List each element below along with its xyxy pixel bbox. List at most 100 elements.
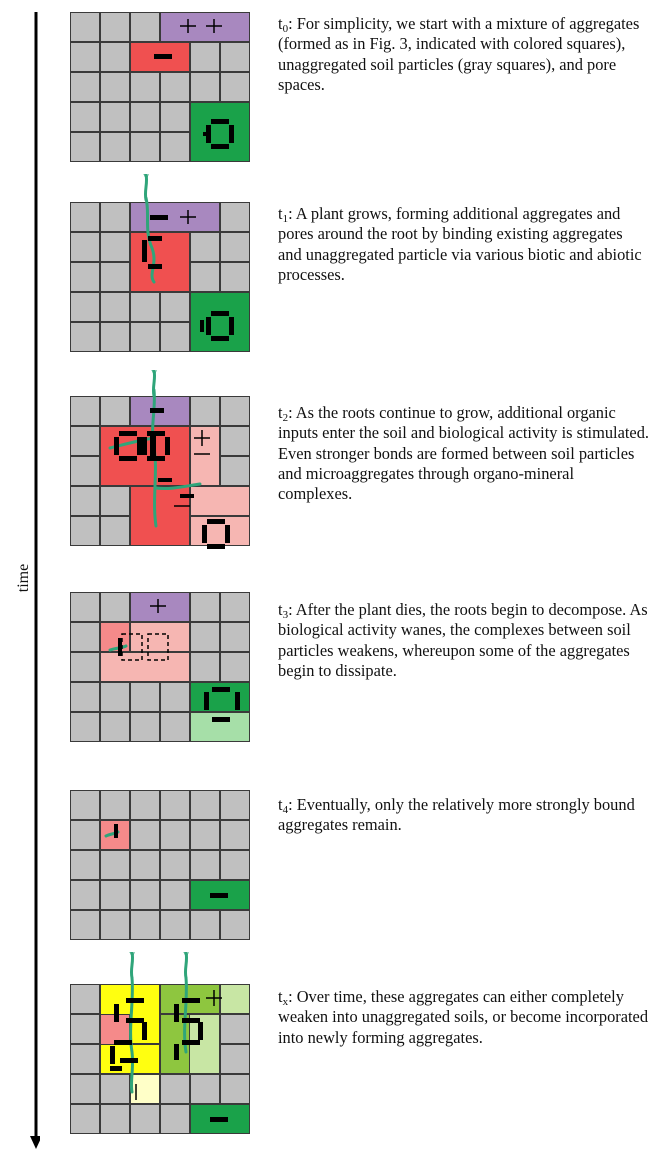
soil-particle xyxy=(100,72,130,102)
bond-mark xyxy=(154,54,172,59)
soil-particle xyxy=(100,102,130,132)
stage-description-t3: t3: After the plant dies, the roots begi… xyxy=(278,600,650,681)
soil-particle xyxy=(100,396,130,426)
bond-mark xyxy=(150,436,156,458)
soil-particle xyxy=(70,456,100,486)
soil-grid-t2 xyxy=(70,370,250,549)
bond-mark xyxy=(182,1018,200,1023)
soil-particle xyxy=(160,1074,190,1104)
aggregate-pink xyxy=(100,652,190,682)
bond-mark xyxy=(142,437,147,455)
bond-mark xyxy=(202,525,207,543)
soil-particle xyxy=(190,396,220,426)
bond-mark xyxy=(147,456,165,461)
soil-particle xyxy=(190,910,220,940)
aggregate-red xyxy=(100,426,190,486)
aggregate-green xyxy=(190,292,250,352)
soil-particle xyxy=(70,850,100,880)
bond-mark xyxy=(200,320,204,332)
bond-mark xyxy=(211,311,229,316)
aggregate-yellow-light xyxy=(130,1074,160,1104)
soil-particle xyxy=(130,850,160,880)
bond-mark xyxy=(148,236,162,241)
stage-subscript: 3 xyxy=(282,609,289,621)
bond-mark xyxy=(114,1004,119,1022)
stage-text: : As the roots continue to grow, additio… xyxy=(278,403,649,504)
leaf xyxy=(146,174,150,180)
soil-particle xyxy=(220,622,250,652)
root xyxy=(144,196,156,284)
soil-particle xyxy=(160,820,190,850)
aggregate-green-light xyxy=(190,712,250,742)
soil-particle xyxy=(100,1074,130,1104)
bond-mark xyxy=(118,638,122,656)
soil-particle xyxy=(100,486,130,516)
root xyxy=(143,174,149,202)
soil-particle xyxy=(70,820,100,850)
bond-mark xyxy=(150,408,164,413)
bond-mark xyxy=(114,437,119,455)
soil-particle xyxy=(160,322,190,352)
bond-mark xyxy=(158,478,172,482)
soil-particle xyxy=(100,322,130,352)
soil-particle xyxy=(160,102,190,132)
bond-mark xyxy=(206,317,211,335)
soil-particle xyxy=(100,232,130,262)
stage-symbol: t xyxy=(278,795,283,814)
stage-description-t1: t1: A plant grows, forming additional ag… xyxy=(278,204,650,285)
bond-mark xyxy=(212,717,230,722)
stage-subscript: 2 xyxy=(282,412,289,424)
soil-particle xyxy=(220,820,250,850)
aggregate-green xyxy=(190,102,250,162)
aggregate-red xyxy=(130,232,190,292)
soil-particle xyxy=(70,102,100,132)
bond-mark xyxy=(142,1022,147,1040)
soil-particle xyxy=(220,592,250,622)
bond-mark xyxy=(210,893,228,898)
bond-mark xyxy=(225,525,230,543)
soil-particle xyxy=(190,622,220,652)
bond-mark xyxy=(137,437,142,455)
bond-mark xyxy=(110,1066,122,1071)
soil-particle xyxy=(190,652,220,682)
stage-text: : A plant grows, forming additional aggr… xyxy=(278,204,642,285)
stage-subscript: 4 xyxy=(282,804,289,816)
soil-particle xyxy=(130,12,160,42)
bond-mark xyxy=(211,144,229,149)
soil-particle xyxy=(70,486,100,516)
soil-particle xyxy=(70,682,100,712)
soil-particle xyxy=(220,42,250,72)
soil-particle xyxy=(70,910,100,940)
soil-particle xyxy=(160,132,190,162)
stage-symbol: t xyxy=(278,987,283,1006)
bond-mark xyxy=(126,998,144,1003)
stage-symbol: t xyxy=(278,403,283,422)
soil-particle xyxy=(130,72,160,102)
bond-mark xyxy=(119,431,137,436)
soil-particle xyxy=(100,850,130,880)
bond-mark xyxy=(212,687,230,692)
aggregate-olive-light xyxy=(220,984,250,1014)
time-arrow xyxy=(30,12,40,1149)
bond-mark xyxy=(204,692,209,710)
aggregate-green xyxy=(190,682,250,712)
soil-particle xyxy=(70,202,100,232)
soil-particle xyxy=(100,12,130,42)
bond-mark xyxy=(207,544,225,549)
soil-grid-t3 xyxy=(70,592,250,742)
bond-mark xyxy=(147,431,165,436)
soil-particle xyxy=(130,682,160,712)
soil-particle xyxy=(100,910,130,940)
stage-text: : After the plant dies, the roots begin … xyxy=(278,600,648,681)
soil-particle xyxy=(70,232,100,262)
stage-description-t2: t2: As the roots continue to grow, addit… xyxy=(278,403,650,505)
soil-particle xyxy=(70,712,100,742)
soil-particle xyxy=(70,322,100,352)
bond-mark xyxy=(121,633,143,661)
soil-particle xyxy=(70,426,100,456)
soil-particle xyxy=(190,850,220,880)
root xyxy=(151,370,157,398)
soil-grid-t1 xyxy=(70,174,250,352)
soil-particle xyxy=(130,790,160,820)
soil-particle xyxy=(130,880,160,910)
